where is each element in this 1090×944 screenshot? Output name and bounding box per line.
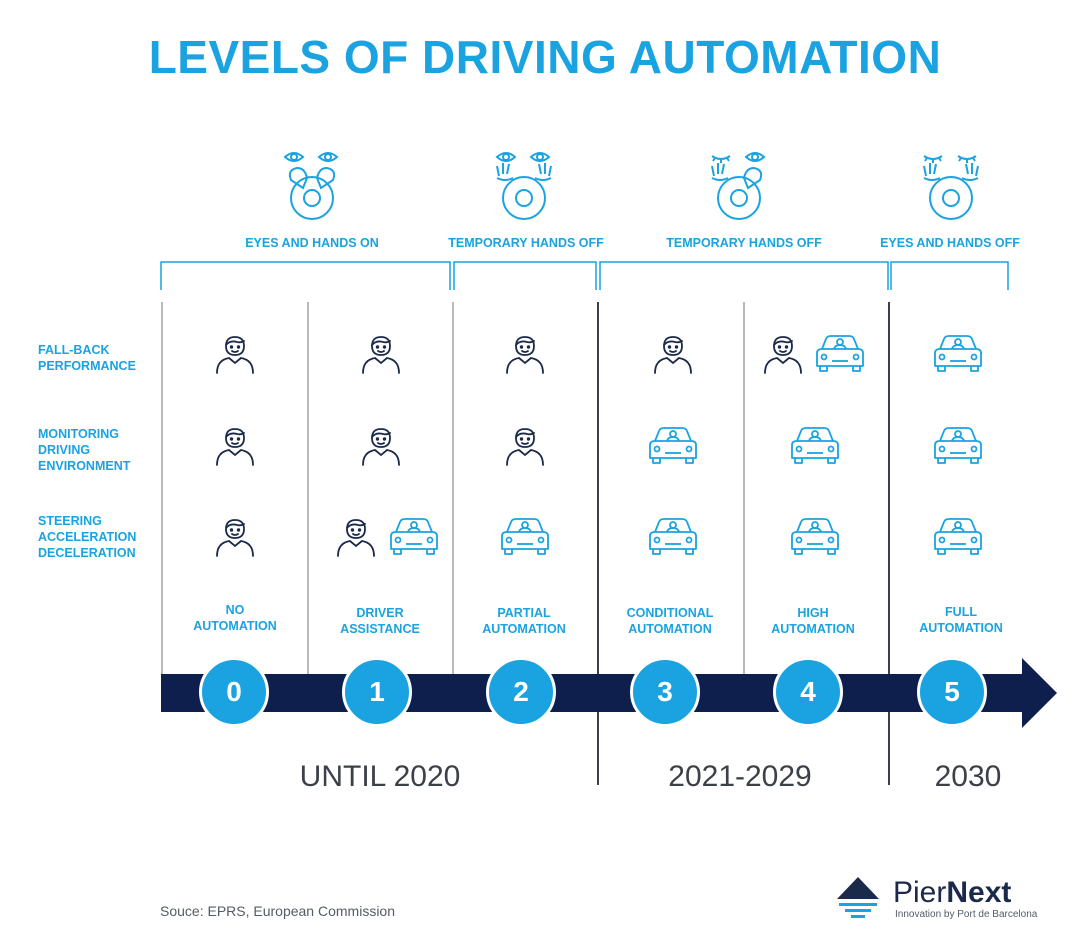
autonomous-car-icon [501, 518, 549, 555]
row-label-steering: STEERING ACCELERATION DECELERATION [38, 514, 137, 560]
person-icon [216, 336, 254, 374]
source-note: Souce: EPRS, European Commission [160, 903, 395, 919]
eyes-on-hands-off-icon [495, 152, 552, 220]
logo-tagline: Innovation by Port de Barcelona [895, 909, 1038, 920]
group-label: TEMPORARY HANDS OFF [448, 236, 604, 250]
level-label-4: HIGH AUTOMATION [771, 606, 855, 636]
autonomous-car-icon [934, 335, 982, 372]
level-circle-1: 1 [342, 657, 412, 727]
autonomous-car-icon [649, 518, 697, 555]
logo-text: PierNext [893, 876, 1012, 909]
page-title: LEVELS OF DRIVING AUTOMATION [148, 31, 942, 83]
timeline-arrow [161, 658, 1057, 728]
person-icon [216, 519, 254, 557]
group-label: EYES AND HANDS ON [245, 236, 379, 250]
row-label-monitoring: MONITORING DRIVING ENVIRONMENT [38, 427, 131, 473]
person-icon [216, 428, 254, 466]
autonomous-car-icon [649, 427, 697, 464]
person-icon [764, 336, 802, 374]
level-circle-2: 2 [486, 657, 556, 727]
autonomous-car-icon [934, 427, 982, 464]
level-label-1: DRIVER ASSISTANCE [340, 606, 420, 636]
autonomous-car-icon [390, 518, 438, 555]
period-label: 2021-2029 [668, 760, 812, 793]
piernext-logo-icon [837, 877, 879, 918]
period-label: UNTIL 2020 [299, 760, 461, 793]
level-label-2: PARTIAL AUTOMATION [482, 606, 566, 636]
person-icon [506, 428, 544, 466]
autonomous-car-icon [791, 518, 839, 555]
autonomous-car-icon [816, 335, 864, 372]
level-label-3: CONDITIONAL AUTOMATION [626, 606, 714, 636]
autonomous-car-icon [791, 427, 839, 464]
person-icon [337, 519, 375, 557]
person-icon [654, 336, 692, 374]
group-label: EYES AND HANDS OFF [880, 236, 1020, 250]
eyes-hands-on-icon [283, 152, 339, 220]
group-label: TEMPORARY HANDS OFF [666, 236, 822, 250]
level-circle-4: 4 [773, 657, 843, 727]
eyes-hands-off-icon [923, 155, 979, 220]
row-label-fallback: FALL-BACK PERFORMANCE [38, 343, 136, 373]
person-icon [506, 336, 544, 374]
level-label-5: FULL AUTOMATION [919, 605, 1003, 635]
level-label-0: NO AUTOMATION [193, 603, 277, 633]
person-icon [362, 336, 400, 374]
level-circle-0: 0 [199, 657, 269, 727]
autonomous-car-icon [934, 518, 982, 555]
level-circle-3: 3 [630, 657, 700, 727]
eyes-partial-hands-off-icon [711, 152, 766, 220]
person-icon [362, 428, 400, 466]
level-circle-5: 5 [917, 657, 987, 727]
period-label: 2030 [934, 760, 1002, 793]
